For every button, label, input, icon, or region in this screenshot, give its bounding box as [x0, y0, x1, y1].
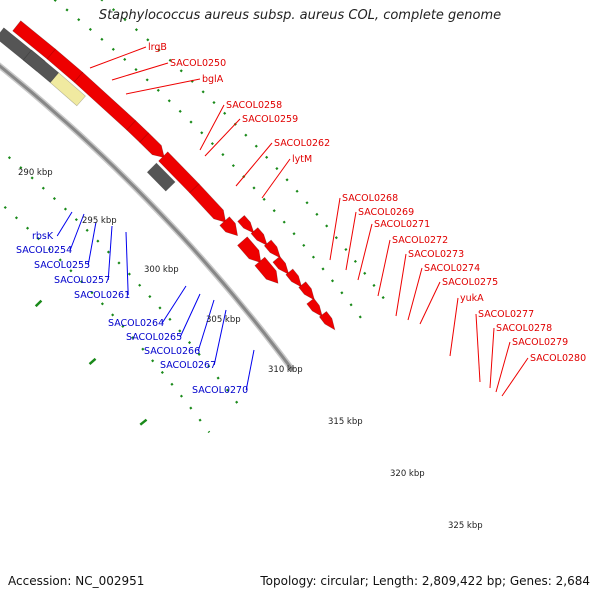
tail-feature-7	[318, 310, 336, 331]
tail-feature-4	[285, 268, 303, 288]
forward-feature-30	[254, 256, 279, 284]
reverse-gene-label: SACOL0270	[192, 385, 248, 396]
forward-leader	[407, 267, 423, 321]
forward-gene-label: lytM	[292, 154, 312, 165]
tail-feature-2	[263, 239, 282, 259]
kbp-label: 300 kbp	[144, 265, 179, 275]
forward-gene-label: SACOL0279	[512, 337, 568, 348]
reverse-leader	[56, 211, 73, 237]
kbp-label: 325 kbp	[448, 521, 483, 531]
forward-gene-label: SACOL0269	[358, 207, 414, 218]
forward-leader	[357, 223, 373, 281]
forward-feature-27	[189, 183, 227, 223]
kbp-label: 320 kbp	[390, 469, 425, 479]
kbp-label: 295 kbp	[82, 216, 117, 226]
forward-gene-label: SACOL0277	[478, 309, 534, 320]
reverse-gene-label: SACOL0257	[54, 275, 110, 286]
forward-feature-22	[73, 71, 140, 134]
tail-feature-5	[298, 281, 316, 301]
forward-feature-29	[237, 236, 262, 264]
reverse-leader	[179, 293, 201, 338]
forward-gene-label: SACOL0271	[374, 219, 430, 230]
label-leaders	[56, 46, 529, 397]
forward-leader	[377, 239, 391, 297]
reverse-leader	[87, 221, 97, 266]
forward-leader	[395, 253, 407, 317]
tick-rings	[0, 0, 387, 434]
forward-feature-28	[219, 216, 239, 237]
forward-leader	[475, 313, 481, 383]
forward-leader	[345, 211, 357, 271]
forward-feature-25	[146, 162, 176, 192]
forward-leader	[235, 142, 273, 187]
forward-gene-label: SACOL0275	[442, 277, 498, 288]
forward-gene-label: SACOL0272	[392, 235, 448, 246]
reverse-leader	[213, 309, 227, 366]
forward-leader	[489, 327, 495, 389]
forward-gene-label: SACOL0259	[242, 114, 298, 125]
reverse-gene-label: SACOL0261	[74, 290, 130, 301]
tail-feature-6	[306, 297, 323, 318]
reverse-leader	[197, 299, 215, 352]
forward-gene-label: SACOL0278	[496, 323, 552, 334]
forward-feature-21	[49, 72, 86, 107]
kbp-label: 290 kbp	[18, 168, 53, 178]
reverse-gene-label: SACOL0266	[144, 346, 200, 357]
reverse-leader	[125, 231, 129, 296]
reverse-gene-label: SACOL0254	[16, 245, 72, 256]
forward-leader	[111, 62, 169, 81]
reverse-gene-label: SACOL0265	[126, 332, 182, 343]
topology-text: Topology: circular; Length: 2,809,422 bp…	[260, 574, 590, 588]
forward-leader	[261, 158, 291, 199]
reverse-gene-label: SACOL0264	[108, 318, 164, 329]
reverse-leader	[245, 349, 255, 391]
backbone	[0, 62, 296, 373]
forward-leader	[329, 197, 341, 261]
label-layer: 290 kbp 295 kbp 300 kbp 305 kbp 310 kbp 315 k…	[16, 42, 586, 531]
accession-text: Accession: NC_002951	[8, 574, 145, 588]
forward-gene-label: SACOL0258	[226, 100, 282, 111]
kbp-label: 310 kbp	[268, 365, 303, 375]
kbp-label: 305 kbp	[206, 315, 241, 325]
tail-feature-0	[237, 214, 255, 234]
reverse-leader	[107, 225, 113, 281]
backbone-line	[0, 64, 294, 372]
forward-leader	[89, 46, 147, 69]
map-title: Staphylococcus aureus subsp. aureus COL,…	[98, 8, 502, 23]
reverse-gene-label: SACOL0255	[34, 260, 90, 271]
forward-leader	[495, 341, 511, 393]
feature-tracks	[0, 20, 336, 331]
reverse-leader	[161, 285, 187, 324]
kbp-label: 315 kbp	[328, 417, 363, 427]
major-tick-8	[88, 357, 97, 366]
reverse-gene-label: SACOL0267	[160, 360, 216, 371]
forward-leader	[419, 281, 441, 325]
forward-gene-label: SACOL0274	[424, 263, 480, 274]
reverse-leader	[69, 213, 85, 251]
major-tick-9	[139, 418, 148, 426]
forward-leader	[125, 78, 201, 95]
major-tick-7	[34, 299, 43, 308]
tick-ring-3	[100, 0, 387, 302]
forward-leader	[199, 104, 225, 151]
reverse-gene-label: rbsK	[32, 231, 54, 242]
forward-feature-24	[139, 132, 165, 159]
tail-feature-1	[250, 227, 268, 247]
tail-feature-3	[272, 255, 290, 276]
forward-leader	[449, 297, 459, 357]
forward-gene-label: SACOL0280	[530, 353, 586, 364]
forward-gene-label: lrgB	[148, 42, 167, 53]
forward-leader	[204, 118, 241, 157]
forward-leader	[501, 357, 529, 397]
forward-gene-label: SACOL0273	[408, 249, 464, 260]
forward-gene-label: bglA	[202, 74, 224, 85]
forward-gene-label: SACOL0268	[342, 193, 398, 204]
forward-gene-label: yukA	[460, 293, 484, 304]
forward-gene-label: SACOL0262	[274, 138, 330, 149]
forward-gene-label: SACOL0250	[170, 58, 226, 69]
